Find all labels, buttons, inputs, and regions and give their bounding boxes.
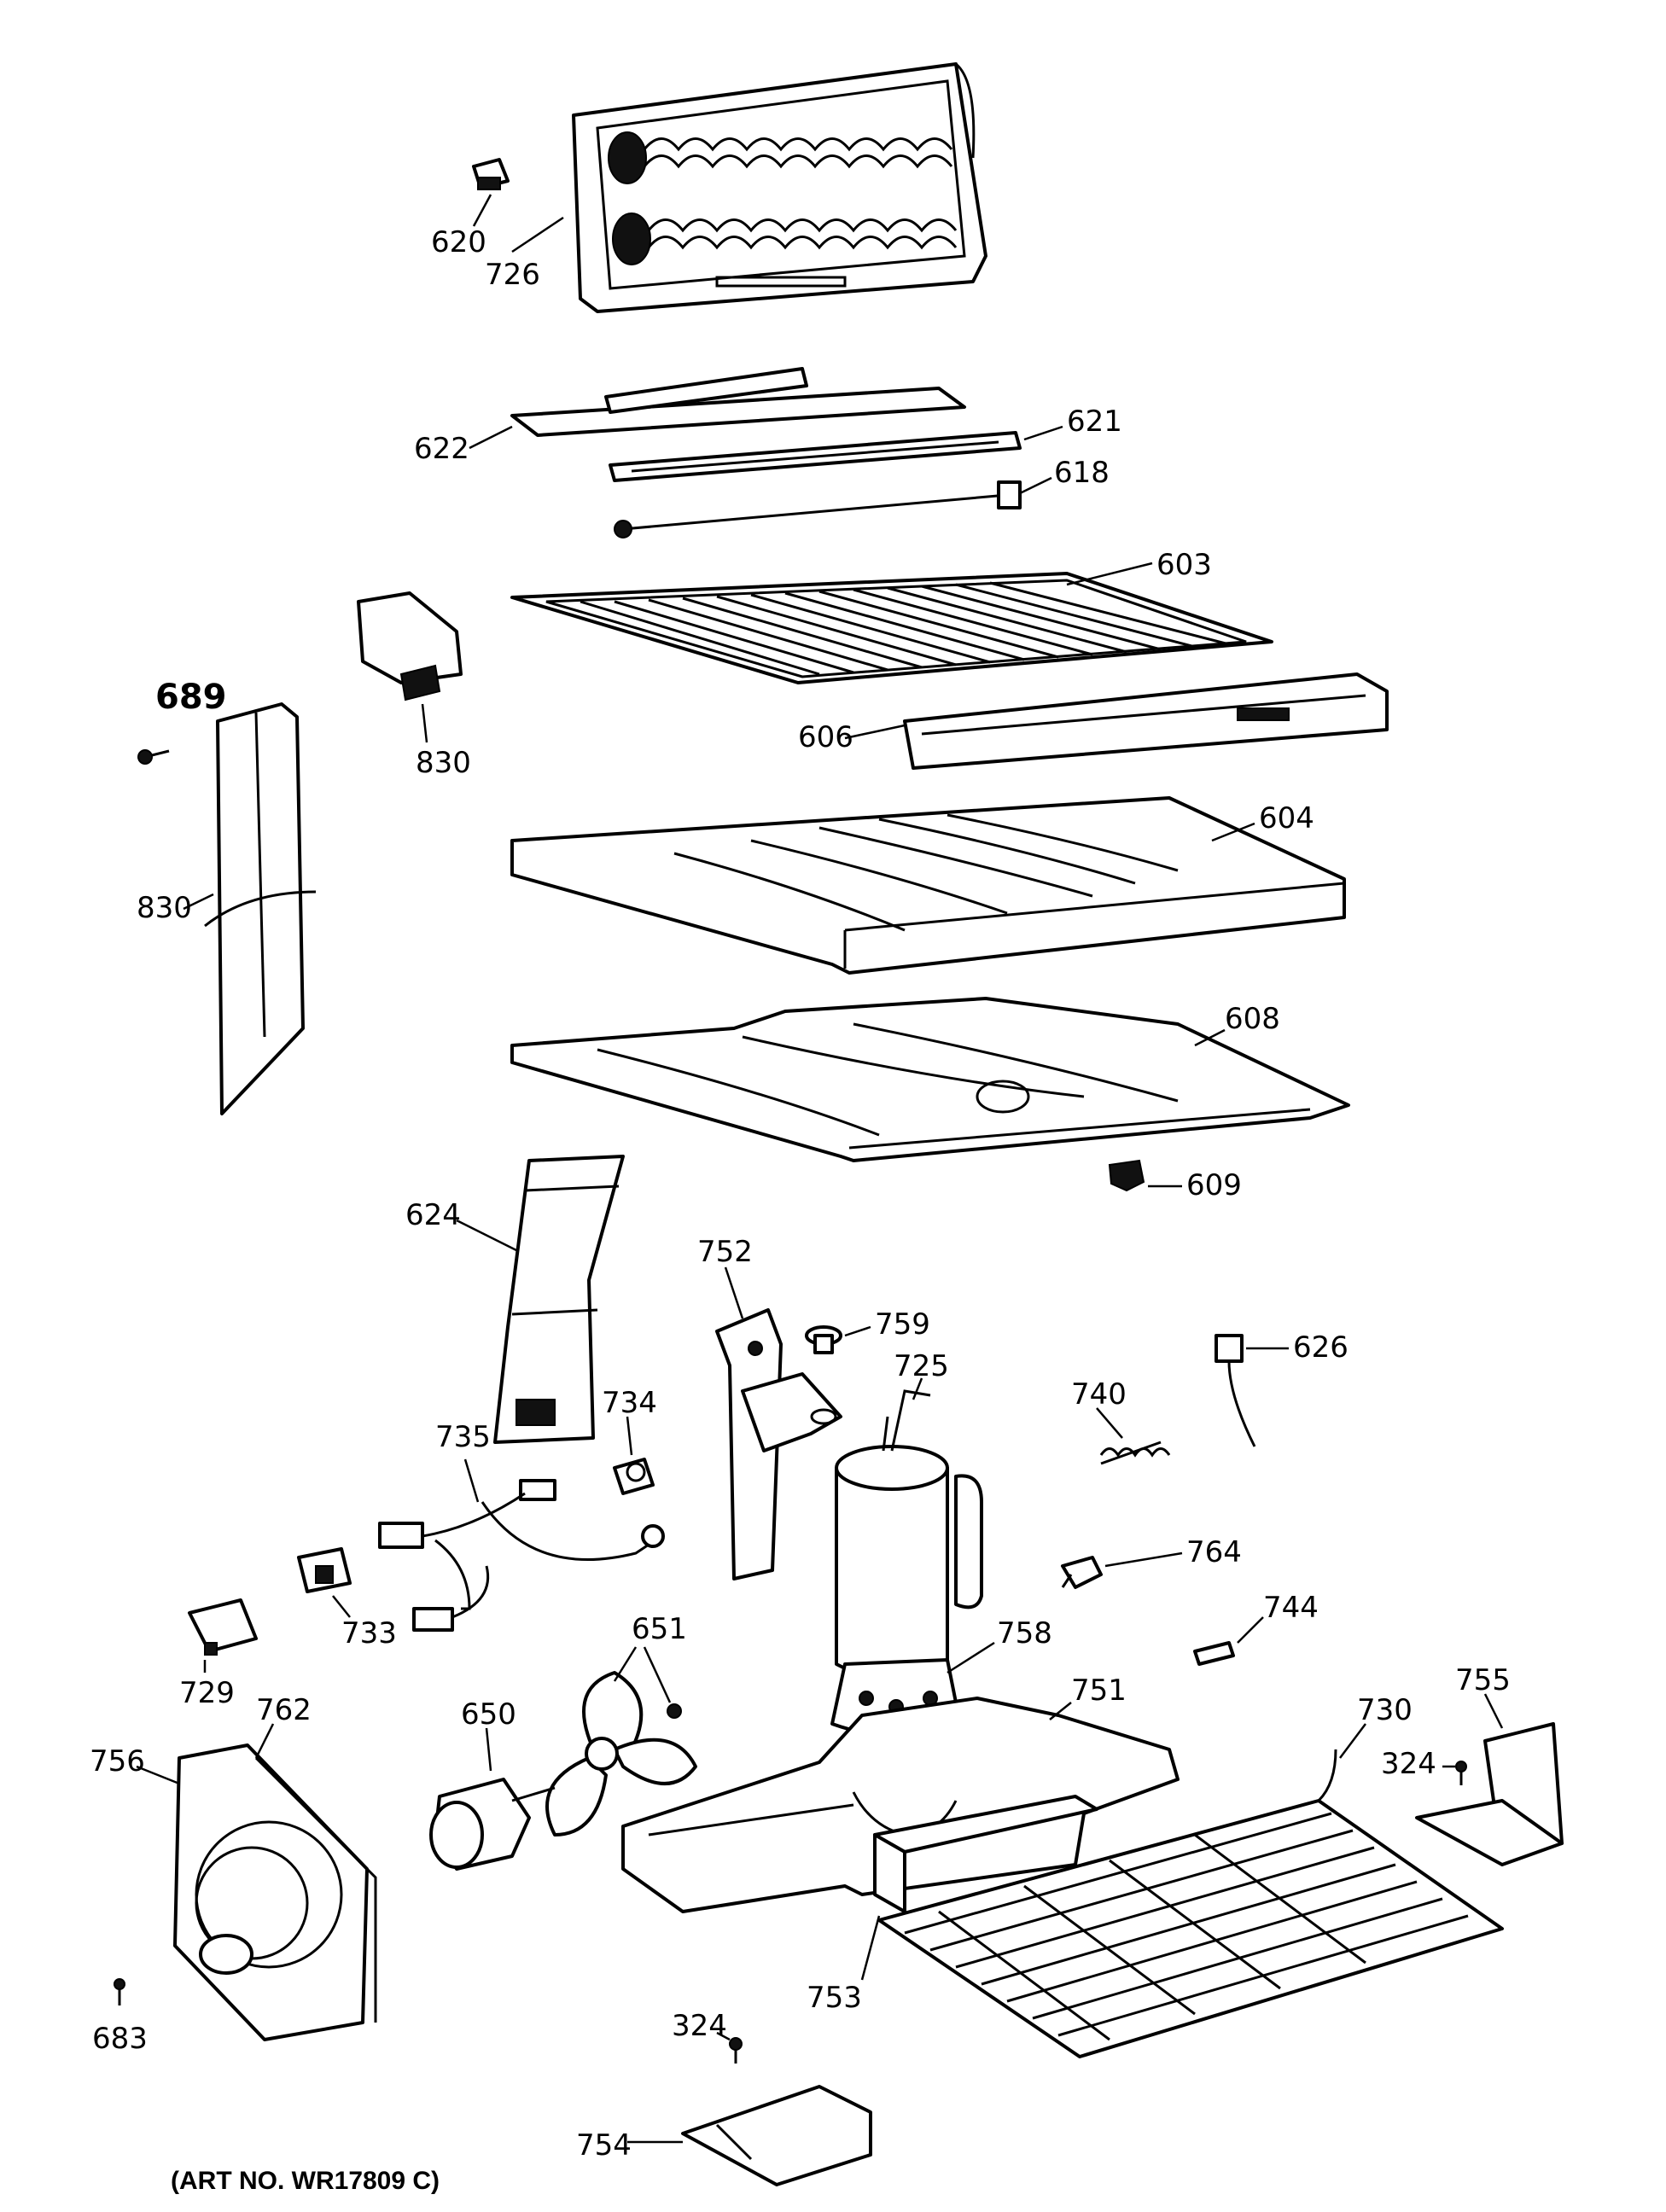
bracket-752 <box>715 1308 842 1580</box>
callout-733: 733 <box>341 1616 397 1650</box>
base-tray-751 <box>621 1697 1180 1913</box>
callout-751: 751 <box>1071 1674 1127 1708</box>
callout-622: 622 <box>414 432 469 466</box>
plug-626 <box>1215 1334 1256 1447</box>
grommet-759 <box>805 1325 842 1354</box>
callout-762: 762 <box>256 1693 312 1727</box>
callout-620: 620 <box>431 225 486 259</box>
callout-324-upper: 324 <box>1381 1747 1436 1781</box>
callout-626: 626 <box>1293 1330 1349 1365</box>
overload-733 <box>297 1547 352 1593</box>
evaporator-coil-726 <box>572 62 987 313</box>
screw-683 <box>114 1978 125 2005</box>
callout-604: 604 <box>1259 801 1314 835</box>
start-relay-729 <box>188 1598 258 1656</box>
clip-609 <box>1108 1159 1145 1192</box>
callout-759: 759 <box>875 1307 930 1342</box>
callout-734: 734 <box>602 1386 657 1420</box>
callout-730: 730 <box>1357 1693 1413 1727</box>
callout-830-relay: 830 <box>416 746 471 780</box>
drip-tray-608 <box>510 997 1350 1162</box>
callout-740: 740 <box>1071 1377 1127 1412</box>
callout-608: 608 <box>1225 1002 1280 1036</box>
art-number-caption: (ART NO. WR17809 C) <box>171 2167 440 2195</box>
callout-735: 735 <box>435 1420 491 1454</box>
callout-729: 729 <box>179 1676 235 1710</box>
bracket-755 <box>1415 1722 1564 1866</box>
callout-755: 755 <box>1455 1663 1511 1697</box>
relay-830 <box>357 591 463 701</box>
air-duct-624 <box>493 1155 625 1444</box>
callout-650: 650 <box>461 1697 516 1732</box>
callout-752: 752 <box>697 1235 753 1269</box>
callout-830-channel: 830 <box>137 891 192 925</box>
crisper-pan-604 <box>510 796 1346 975</box>
fan-shroud-756 <box>173 1743 377 2041</box>
screw-689 <box>137 749 170 765</box>
screw-324-lower <box>729 2037 743 2064</box>
shelf-603 <box>510 572 1273 684</box>
spring-740 <box>1099 1441 1171 1465</box>
callout-618: 618 <box>1054 456 1110 490</box>
callout-753: 753 <box>807 1981 862 2015</box>
clip-620 <box>472 158 510 190</box>
clip-744 <box>1193 1641 1235 1666</box>
callout-609: 609 <box>1186 1168 1242 1202</box>
callout-744: 744 <box>1263 1591 1319 1625</box>
callout-756: 756 <box>90 1744 145 1778</box>
heater-621 <box>609 431 1022 482</box>
defrost-rod-618 <box>614 480 1022 538</box>
callout-726: 726 <box>485 258 540 292</box>
callout-621: 621 <box>1067 405 1122 439</box>
callout-651: 651 <box>632 1612 687 1646</box>
screw-324-upper <box>1455 1761 1467 1785</box>
callout-764: 764 <box>1186 1535 1242 1569</box>
callout-603: 603 <box>1156 548 1212 582</box>
connector-734 <box>613 1458 655 1495</box>
callout-725: 725 <box>894 1349 949 1383</box>
callout-689: 689 <box>155 678 227 717</box>
fan-blade-651 <box>545 1671 697 1837</box>
callout-683: 683 <box>92 2022 148 2056</box>
condenser-coil-730 <box>877 1749 1504 2058</box>
wiring-harness-735 <box>378 1479 665 1632</box>
block-754 <box>681 2085 872 2186</box>
channel-830 <box>204 702 317 1115</box>
callout-624: 624 <box>405 1198 461 1232</box>
front-grille-606 <box>903 672 1389 770</box>
fan-motor-650 <box>429 1778 556 1871</box>
callout-606: 606 <box>798 720 853 754</box>
side-rail-753 <box>873 1795 1098 1913</box>
callout-758: 758 <box>997 1616 1052 1650</box>
callout-324-lower: 324 <box>672 2009 727 2043</box>
compressor-725 <box>835 1389 983 1681</box>
callout-754: 754 <box>576 2128 632 2163</box>
clamp-764 <box>1061 1556 1103 1589</box>
cover-plate-622 <box>510 367 966 437</box>
